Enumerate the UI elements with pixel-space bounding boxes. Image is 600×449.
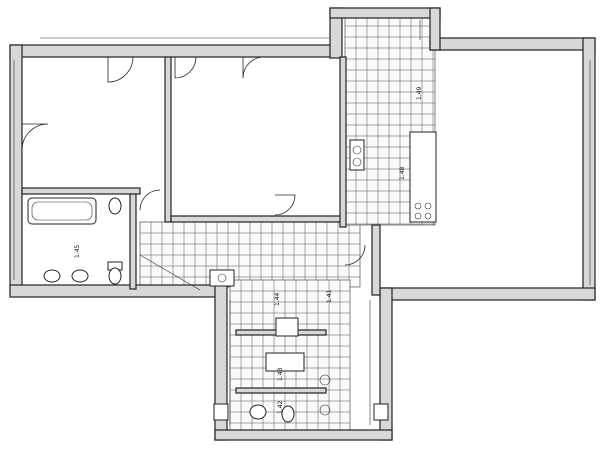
dimension-label-148: 1.48	[399, 166, 406, 180]
dimension-label-142: 1.42	[277, 400, 284, 414]
dimension-lines	[13, 20, 591, 425]
doors	[21, 56, 366, 266]
tiled-floor-corridor	[139, 221, 361, 288]
dimension-label-144: 1.44	[274, 292, 281, 306]
outer-walls	[9, 7, 596, 441]
dimension-label-141: 1.41	[326, 289, 333, 303]
dimension-labels: 1.44 1.41 1.43 1.42 1.45 1.48 1.49	[74, 86, 423, 414]
dimension-label-149: 1.49	[416, 86, 423, 100]
dimension-label-145: 1.45	[74, 244, 81, 258]
fixtures	[27, 131, 437, 423]
dimension-label-143: 1.43	[277, 367, 284, 381]
